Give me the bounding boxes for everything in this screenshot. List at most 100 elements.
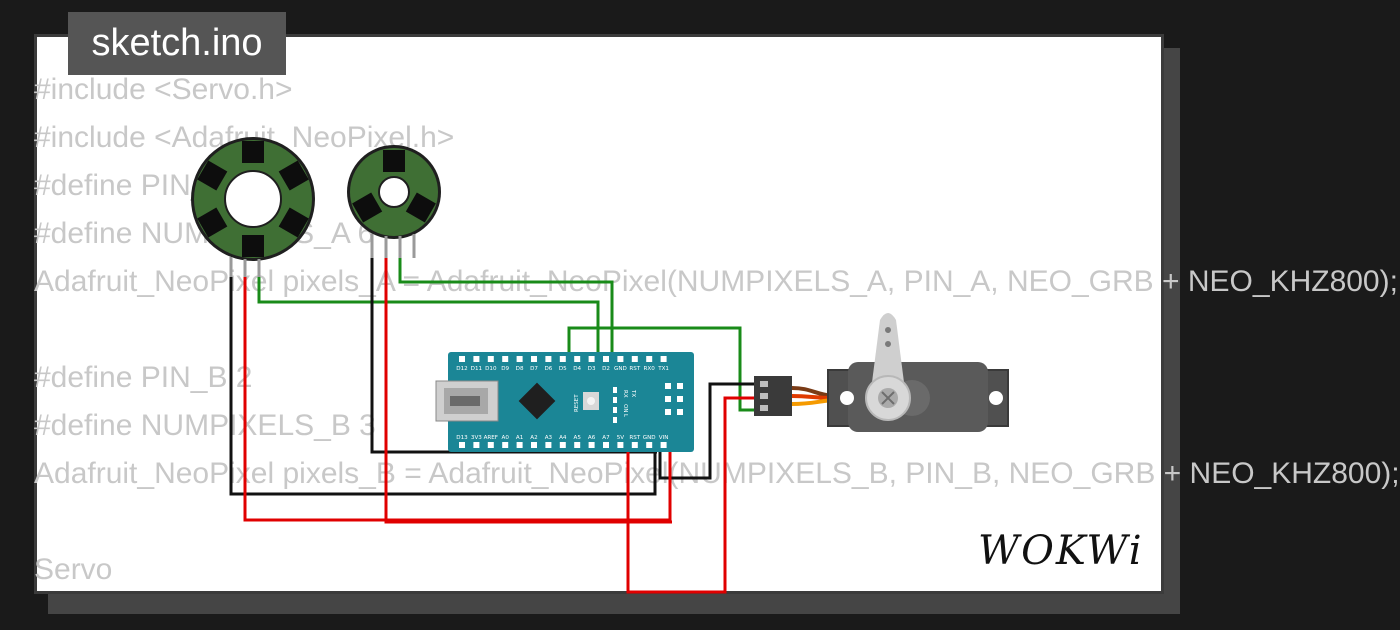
file-tab[interactable]: sketch.ino [68, 12, 286, 75]
header-pin[interactable] [545, 442, 552, 448]
header-pin[interactable] [646, 442, 653, 448]
header-pin[interactable] [603, 442, 609, 448]
header-pin[interactable] [660, 442, 667, 448]
pin-label: D9 [501, 366, 509, 372]
pin-label: D3 [588, 366, 596, 372]
header-pin[interactable] [617, 356, 624, 362]
header-pin[interactable] [516, 442, 523, 448]
rx-label: RX [622, 390, 628, 398]
pin-label: RST [629, 435, 640, 441]
bottom-header [459, 442, 667, 448]
pin-label: A2 [530, 435, 537, 441]
pin-label: A3 [545, 435, 553, 441]
header-pin[interactable] [646, 356, 653, 362]
header-pin[interactable] [588, 356, 595, 362]
pin-label: D6 [544, 366, 552, 372]
header-pin[interactable] [473, 442, 480, 448]
pin-label: A1 [516, 435, 524, 441]
icsp-header [665, 383, 683, 415]
pin-label: TX1 [657, 366, 669, 372]
wire-red-ring-a-vcc[interactable] [243, 276, 672, 522]
servo-motor[interactable] [754, 313, 1009, 432]
pin-label: A6 [588, 435, 596, 441]
pin-label: A0 [502, 435, 510, 441]
header-pin[interactable] [545, 356, 552, 362]
code-background: #include <Servo.h> #include <Adafruit_Neo… [34, 66, 1400, 594]
header-pin[interactable] [631, 442, 638, 448]
pin-label: GND [643, 435, 656, 441]
pin-label: 5V [617, 435, 625, 441]
tx-label: TX [630, 389, 636, 397]
header-pin[interactable] [459, 356, 465, 362]
pin-label: RX0 [644, 366, 656, 372]
wire-black-servo-gnd[interactable] [658, 382, 758, 480]
pin-label: AREF [484, 435, 498, 441]
ring-a-pixels [197, 141, 309, 257]
ring-a-pins [229, 257, 261, 277]
header-pin[interactable] [617, 442, 624, 448]
neopixel-ring-a[interactable] [191, 137, 315, 277]
pin-label: VIN [659, 435, 669, 441]
header-pin[interactable] [459, 442, 465, 448]
wire-green-ring-a-to-d3[interactable] [257, 276, 600, 357]
header-pin[interactable] [487, 356, 494, 362]
wire-black-ring-a-gnd[interactable] [229, 276, 657, 496]
servo-horn[interactable] [870, 313, 906, 398]
pin-label: D11 [471, 366, 483, 372]
wire-green-ring-b-to-d2[interactable] [398, 258, 614, 357]
reset-label: RESET [574, 394, 580, 412]
reset-button[interactable] [583, 392, 599, 410]
status-leds [613, 387, 617, 423]
header-pin[interactable] [487, 442, 494, 448]
pin-label: D8 [516, 366, 524, 372]
pin-label: D4 [573, 366, 581, 372]
microcontroller-chip [518, 382, 556, 420]
header-pin[interactable] [574, 356, 581, 362]
header-pin[interactable] [516, 356, 523, 362]
pin-label: D5 [559, 366, 567, 372]
pin-label: A5 [574, 435, 582, 441]
pin-label: D13 [456, 435, 468, 441]
wokwi-logo: WOKWi [978, 528, 1144, 574]
pin-label: A7 [602, 435, 610, 441]
pin-label: 3V3 [471, 435, 482, 441]
wire-green-d5-to-servo[interactable] [567, 326, 760, 412]
header-pin[interactable] [502, 442, 509, 448]
code-line: #include <Adafruit_NeoPixel.h> [34, 121, 455, 154]
header-pin[interactable] [603, 356, 609, 362]
header-pin[interactable] [559, 356, 566, 362]
pin-label: D7 [530, 366, 538, 372]
header-pin[interactable] [531, 356, 537, 362]
l-label: L [622, 414, 628, 418]
ring-b-pixels [352, 150, 436, 223]
neopixel-ring-b[interactable] [347, 145, 441, 258]
pin-label: D10 [485, 366, 497, 372]
header-pin[interactable] [660, 356, 667, 362]
header-pin[interactable] [559, 442, 566, 448]
code-line: Servo [34, 553, 113, 586]
header-pin[interactable] [631, 356, 638, 362]
usb-connector [435, 380, 499, 422]
header-pin[interactable] [588, 442, 595, 448]
header-pin[interactable] [502, 356, 509, 362]
code-line: #include <Servo.h> [34, 73, 293, 106]
ring-b-pins [370, 234, 416, 258]
pin-label: GND [614, 366, 627, 372]
pin-label: D2 [602, 366, 610, 372]
on-label: ON [622, 404, 628, 412]
wire-red-5v-to-servo[interactable] [626, 396, 760, 594]
wire-red-ring-b-vcc[interactable] [384, 258, 672, 524]
header-pin[interactable] [574, 442, 581, 448]
code-line: #define PIN_B 2 [34, 361, 253, 394]
pin-label: A4 [559, 435, 567, 441]
code-line: Adafruit_NeoPixel pixels_A = Adafruit_Ne… [34, 265, 1398, 298]
pin-label: D12 [456, 366, 467, 372]
pin-label: RST [629, 366, 640, 372]
top-header [459, 356, 667, 362]
header-pin[interactable] [473, 356, 480, 362]
header-pin[interactable] [531, 442, 537, 448]
